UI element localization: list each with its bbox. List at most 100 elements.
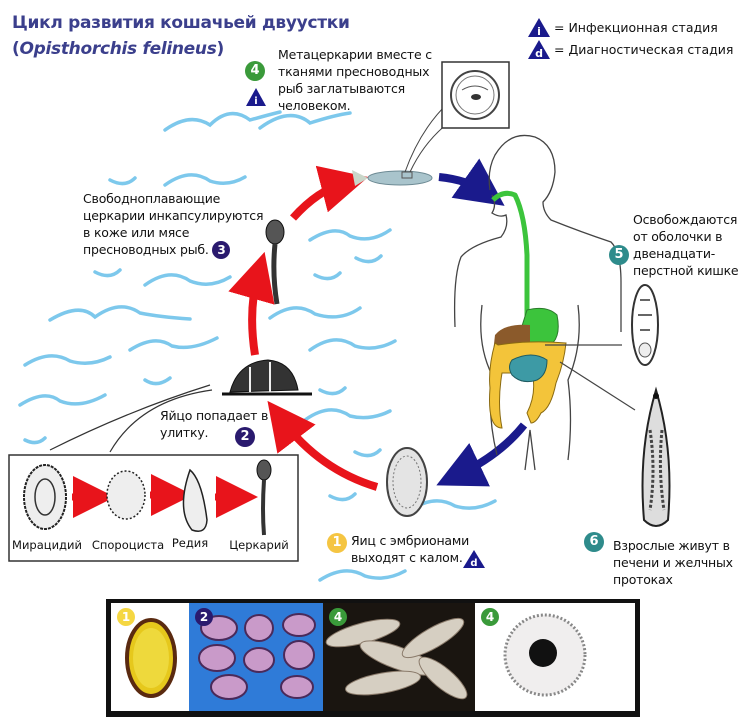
photo-snails: 2: [189, 603, 323, 711]
snail-stage-redia: Редия: [171, 536, 209, 550]
stage-2-badge: 2: [235, 427, 255, 447]
stage-1-text: Яиц с эмбрионами выходят с калом.: [351, 532, 469, 566]
metacercaria-inset: [441, 61, 510, 129]
wave: [23, 436, 47, 445]
wave: [93, 268, 122, 278]
stage-2-text: Яйцо попадает в улитку.: [160, 407, 268, 441]
wave: [303, 408, 392, 422]
text-line: рыб заглатываются: [278, 81, 405, 96]
infective-stage-icon: i: [528, 17, 550, 38]
wave: [313, 271, 342, 281]
photo-badge: 4: [481, 608, 499, 626]
text-line: двенадцати-: [633, 246, 716, 261]
wave: [268, 306, 362, 320]
photo-metacercaria: 4: [475, 603, 625, 711]
legend-diagnostic-text: = Диагностическая стадия: [554, 41, 734, 57]
text-line: Яйцо попадает в: [160, 408, 269, 423]
stage-3-badge: 3: [212, 241, 231, 259]
photo-strip: 1 2 4 4: [106, 599, 640, 717]
stage-6-badge: 6: [584, 532, 604, 552]
sporocyst-illustration: [106, 470, 146, 520]
diagram-title: Цикл развития кошачьей двуустки (Opistho…: [12, 10, 350, 62]
stage-1-badge: 1: [327, 533, 347, 553]
miracidium-illustration: [23, 464, 67, 530]
svg-text:d: d: [535, 47, 543, 60]
snail-illustration: [222, 359, 312, 396]
text-line: Яиц с эмбрионами: [351, 533, 470, 548]
fish-illustration: [352, 170, 433, 186]
metacercaria-photo-graphic: [503, 613, 587, 697]
snail-stage-cercaria: Церкарий: [229, 538, 289, 552]
text-line: пресноводных рыб.: [83, 242, 209, 257]
text-line: перстной кишке: [633, 263, 739, 278]
title-line-2: (Opisthorchis felineus): [12, 36, 350, 62]
adult-fluke-illustration: [641, 386, 671, 527]
wave: [128, 336, 219, 352]
wave: [143, 273, 232, 287]
stage-4-badge: 4: [245, 61, 265, 81]
wave: [354, 254, 383, 264]
photo-badge: 1: [117, 608, 135, 626]
wave: [163, 173, 247, 187]
photo-badge: 4: [329, 608, 347, 626]
excysted-fluke-illustration: [631, 284, 659, 366]
text-line: в коже или мясе: [83, 225, 190, 240]
wave: [258, 111, 352, 130]
blue-arrow-human-to-egg: [436, 422, 528, 487]
snails-photo-graphic: [198, 613, 316, 700]
text-line: от оболочки в: [633, 229, 723, 244]
text-line: тканями пресноводных: [278, 64, 430, 79]
wave: [18, 393, 107, 407]
wave: [108, 176, 137, 186]
wave: [308, 338, 397, 352]
digestive-system: [489, 190, 567, 429]
stage-4-text: Метацеркарии вместе с тканями пресноводн…: [278, 46, 432, 114]
paren-close: ): [216, 39, 225, 59]
red-arrow-cercaria-to-fish: [290, 165, 369, 221]
svg-text:i: i: [537, 25, 541, 38]
latin-name: Opisthorchis felineus: [19, 39, 217, 59]
stage-6-text: Взрослые живут в печени и желчных проток…: [613, 537, 733, 588]
wave: [308, 228, 392, 242]
text-line: выходят с калом.: [351, 550, 463, 565]
svg-text:i: i: [254, 96, 257, 107]
blue-arrow-fish-to-human: [438, 158, 505, 206]
photo-fish: 4: [323, 603, 475, 711]
legend-infective: i = Инфекционная стадия: [527, 16, 733, 38]
text-line: Взрослые живут в: [613, 538, 730, 553]
wave: [48, 305, 192, 322]
egg-photo-graphic: [125, 618, 177, 698]
svg-text:d: d: [470, 558, 477, 569]
stage-5-text: Освобождаются от оболочки в двенадцати- …: [633, 211, 739, 279]
stage-3-text: Свободноплавающие церкарии инкапсулируют…: [83, 190, 263, 259]
wave: [23, 354, 112, 367]
text-line: Метацеркарии вместе с: [278, 47, 432, 62]
fish-photo-graphic: [325, 617, 468, 700]
legend-diagnostic: d = Диагностическая стадия: [527, 38, 733, 60]
wave: [328, 492, 357, 502]
text-line: печени и желчных: [613, 555, 733, 570]
stage-5-badge: 5: [609, 245, 629, 265]
wave: [318, 569, 407, 582]
redia-illustration: [182, 468, 208, 532]
wave: [353, 448, 382, 458]
text-line: протоках: [613, 572, 673, 587]
wave: [318, 386, 347, 396]
title-line-1: Цикл развития кошачьей двуустки: [12, 13, 350, 33]
photo-egg: 1: [111, 603, 189, 711]
red-arrow-snail-to-cercaria: [228, 251, 275, 356]
water-waves: [18, 110, 497, 582]
photo-badge: 2: [195, 608, 213, 626]
infective-stage-icon: i: [246, 88, 266, 107]
diagnostic-stage-icon: d: [528, 39, 550, 60]
wave: [163, 110, 282, 132]
diagnostic-stage-icon: d: [463, 550, 485, 569]
red-arrow-egg-to-snail: [267, 400, 379, 491]
paren-open: (: [12, 39, 20, 59]
text-line: улитку.: [160, 425, 209, 440]
wave: [143, 376, 172, 386]
egg-illustration: [386, 447, 428, 517]
legend: i = Инфекционная стадия d = Диагностичес…: [527, 16, 733, 60]
text-line: Свободноплавающие: [83, 191, 221, 206]
